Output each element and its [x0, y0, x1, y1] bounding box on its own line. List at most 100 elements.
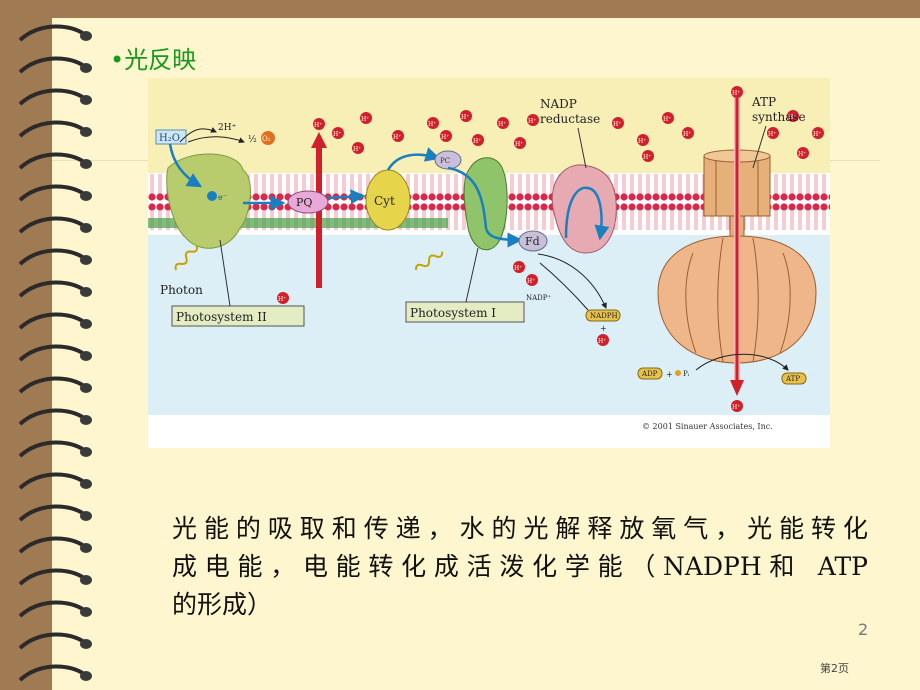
- spiral-coil: [18, 24, 86, 42]
- spiral-hole: [80, 639, 92, 649]
- nadp-reductase-label-2: reductase: [540, 112, 600, 126]
- spiral-hole: [80, 31, 92, 41]
- photon-wave-1: [174, 245, 199, 271]
- proton-label: H⁺: [528, 118, 536, 125]
- nadp-reductase-label-1: NADP: [540, 97, 577, 111]
- proton: [527, 114, 539, 126]
- spiral-hole: [80, 383, 92, 393]
- proton: [332, 127, 344, 139]
- proton-label: H⁺: [613, 121, 621, 128]
- proton: [637, 134, 649, 146]
- ps1-label: Photosystem I: [410, 306, 496, 320]
- spiral-hole: [80, 543, 92, 553]
- proton-label: H⁺: [813, 131, 821, 138]
- nadph-label: NADPH: [590, 312, 618, 320]
- pc-label: PC: [440, 157, 450, 165]
- atp-synthase-label-2: synthase: [752, 110, 806, 124]
- svg-text:H⁺: H⁺: [732, 90, 740, 97]
- proton: [797, 147, 809, 159]
- proton: [612, 117, 624, 129]
- proton-label: H⁺: [515, 141, 523, 148]
- svg-text:H⁺: H⁺: [732, 404, 740, 411]
- proton-label: H⁺: [333, 131, 341, 138]
- proton-label: H⁺: [663, 116, 671, 123]
- spiral-hole: [80, 127, 92, 137]
- spiral-hole: [80, 415, 92, 425]
- plastoquinone: [287, 190, 329, 214]
- antenna-complex: [148, 218, 448, 228]
- photosynthesis-figure: H⁺H⁺H⁺H⁺H⁺H⁺H⁺H⁺H⁺H⁺H⁺H⁺H⁺H⁺H⁺H⁺H⁺H⁺H⁺H⁺…: [148, 78, 830, 448]
- spiral-coil: [18, 472, 86, 490]
- svg-text:H⁺: H⁺: [314, 122, 322, 129]
- photosystem-i: [463, 157, 508, 251]
- water-label: H₂O: [159, 133, 180, 144]
- atp-synthase-label-1: ATP: [751, 95, 776, 109]
- proton-label: H⁺: [683, 131, 691, 138]
- spiral-hole: [80, 319, 92, 329]
- spiral-binding: [18, 24, 92, 682]
- proton-label: H⁺: [461, 114, 469, 121]
- proton: [392, 130, 404, 142]
- two-h-label: 2H⁺: [218, 123, 237, 133]
- spiral-hole: [80, 447, 92, 457]
- ps2-label-box: [171, 305, 305, 327]
- spiral-coil: [18, 504, 86, 522]
- electron-label: e⁻: [218, 193, 227, 202]
- spiral-coil: [18, 344, 86, 362]
- proton: [514, 137, 526, 149]
- proton: [460, 110, 472, 122]
- proton-label: H⁺: [643, 154, 651, 161]
- atp-label: ATP: [785, 375, 800, 383]
- page-footer: 第2页: [820, 662, 849, 675]
- proton: [352, 142, 364, 154]
- proton: [642, 150, 654, 162]
- spiral-hole: [80, 95, 92, 105]
- oxygen-label: O₂: [262, 135, 271, 143]
- cyt-label: Cyt: [374, 194, 395, 208]
- spiral-hole: [80, 191, 92, 201]
- spiral-coil: [18, 408, 86, 426]
- ferredoxin: [518, 230, 548, 252]
- proton: [787, 110, 799, 122]
- adp-label: ADP: [641, 370, 658, 378]
- spiral-coil: [18, 376, 86, 394]
- divider-right: [830, 160, 880, 161]
- proton-label: H⁺: [393, 134, 401, 141]
- spiral-coil: [18, 568, 86, 586]
- caption-line-1: 光能的吸取和传递，水的光解释放氧气，光能转化: [172, 514, 868, 543]
- atp-badge: [781, 372, 807, 385]
- electron-ps2: [207, 191, 217, 201]
- proton-label: H⁺: [798, 151, 806, 158]
- nadp-plus-label: NADP⁺: [526, 294, 552, 302]
- half-label: ½: [248, 134, 257, 145]
- spiral-hole: [80, 351, 92, 361]
- spiral-hole: [80, 287, 92, 297]
- svg-text:+: +: [666, 370, 673, 379]
- spiral-hole: [80, 607, 92, 617]
- proton: [812, 127, 824, 139]
- caption-line-2: 成电能，电能转化成活泼化学能（NADPH和 ATP: [172, 552, 868, 581]
- spiral-hole: [80, 671, 92, 681]
- spiral-hole: [80, 63, 92, 73]
- spiral-coil: [18, 280, 86, 298]
- spiral-hole: [80, 575, 92, 585]
- slide-title: •光反映: [110, 46, 197, 74]
- proton-label: H⁺: [638, 138, 646, 145]
- spiral-hole: [80, 255, 92, 265]
- spiral-coil: [18, 56, 86, 74]
- ps1-label-box: [405, 301, 525, 323]
- spiral-hole: [80, 159, 92, 169]
- lumen-protons: H⁺H⁺H⁺H⁺H⁺H⁺H⁺H⁺H⁺H⁺H⁺H⁺H⁺H⁺H⁺H⁺H⁺H⁺H⁺H⁺: [332, 110, 824, 162]
- proton-label: H⁺: [498, 121, 506, 128]
- svg-text:H⁺: H⁺: [598, 338, 606, 345]
- spiral-coil: [18, 664, 86, 682]
- page-number: 2: [858, 620, 869, 639]
- proton-label: H⁺: [428, 121, 436, 128]
- spiral-coil: [18, 440, 86, 458]
- pq-label: PQ: [296, 196, 312, 209]
- oxygen-molecule: [261, 131, 275, 145]
- divider-left: [52, 160, 148, 161]
- copyright: © 2001 Sinauer Associates, Inc.: [642, 422, 773, 431]
- spiral-hole: [80, 479, 92, 489]
- proton: [662, 112, 674, 124]
